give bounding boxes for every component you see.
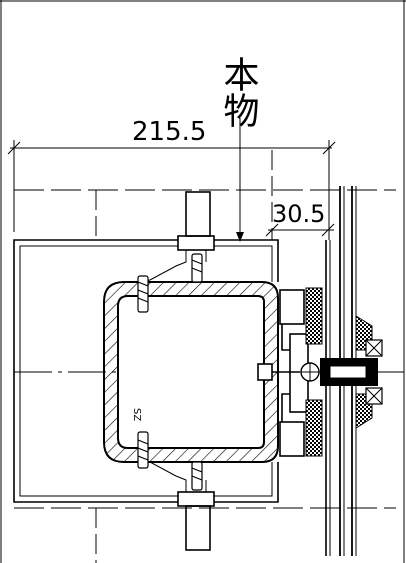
profile-mark: SZ <box>131 408 142 421</box>
dimension-offset: 30.5 <box>265 200 335 237</box>
fixing-screws <box>137 253 203 491</box>
dimension-overall-width: 215.5 <box>7 117 336 240</box>
material-callout-label: 本物 <box>218 56 259 128</box>
point-fixing-fitting <box>300 339 404 405</box>
adaptor-profile <box>257 289 309 457</box>
mullion-posts <box>185 191 211 551</box>
material-callout: 本物 <box>218 56 259 242</box>
outer-cover-profile <box>13 239 279 503</box>
main-hollow-section: SZ <box>103 281 279 463</box>
dimension-offset-label: 30.5 <box>272 200 325 228</box>
dimension-overall-width-label: 215.5 <box>132 117 206 147</box>
